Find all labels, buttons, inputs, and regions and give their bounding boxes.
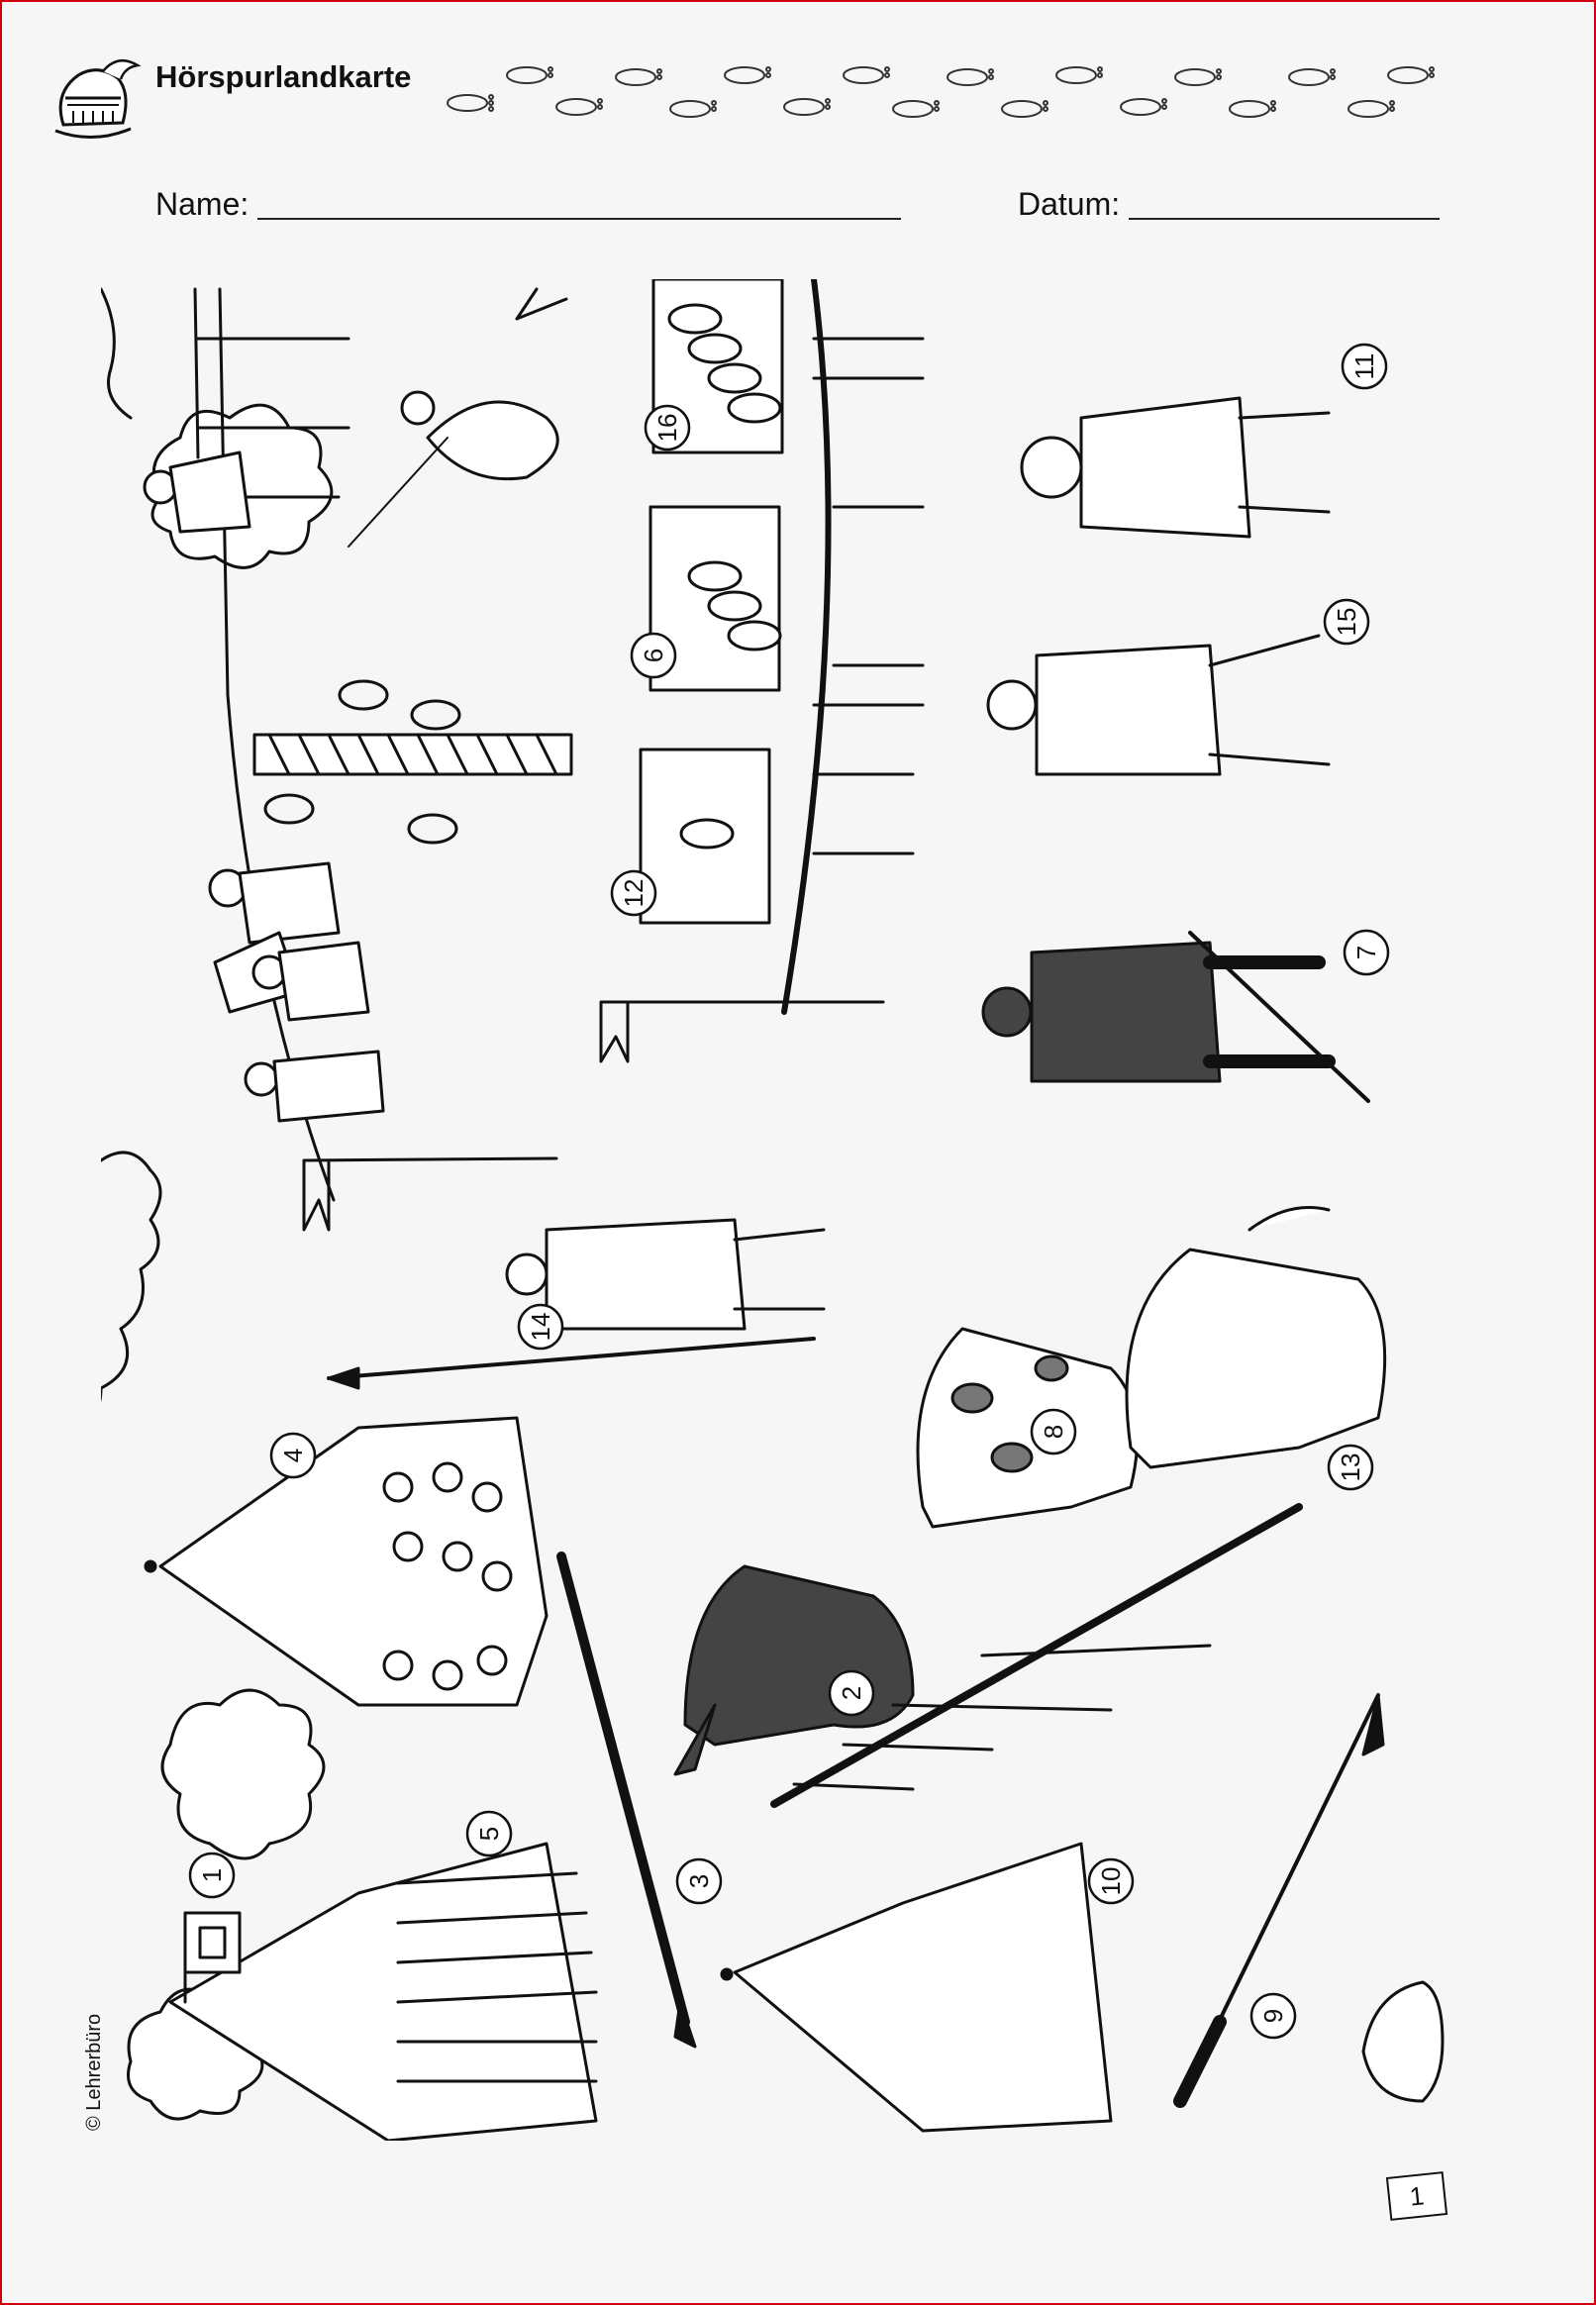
svg-text:2: 2 bbox=[837, 1686, 866, 1700]
striped-tent-icon bbox=[168, 1842, 598, 2141]
badge-7: 7 bbox=[1343, 929, 1390, 976]
svg-text:14: 14 bbox=[526, 1313, 555, 1342]
footprint-trail-icon bbox=[447, 66, 1435, 118]
ring-pole-icon bbox=[252, 679, 573, 845]
badge-10: 10 bbox=[1087, 1857, 1135, 1905]
badge-2: 2 bbox=[828, 1669, 875, 1717]
copyright-notice: © Lehrerbüro bbox=[83, 2013, 105, 2131]
svg-text:5: 5 bbox=[474, 1827, 504, 1841]
svg-text:16: 16 bbox=[652, 414, 682, 443]
badge-16: 16 bbox=[644, 404, 691, 451]
squire-icon bbox=[327, 1218, 826, 1390]
badge-5: 5 bbox=[465, 1810, 513, 1857]
svg-text:13: 13 bbox=[1336, 1453, 1365, 1482]
castle-flag-icon bbox=[183, 1911, 242, 2004]
dotted-tent-icon bbox=[144, 1416, 549, 1707]
dark-armored-knight-icon bbox=[981, 931, 1370, 1103]
svg-text:10: 10 bbox=[1096, 1867, 1126, 1896]
badge-15: 15 bbox=[1323, 598, 1370, 646]
badge-4: 4 bbox=[269, 1432, 317, 1479]
svg-text:3: 3 bbox=[684, 1874, 714, 1888]
svg-text:15: 15 bbox=[1332, 608, 1361, 637]
date-field[interactable] bbox=[1129, 218, 1440, 220]
mounted-knight-icon bbox=[348, 287, 568, 548]
badge-11: 11 bbox=[1341, 343, 1388, 390]
jester-icon bbox=[1020, 396, 1331, 539]
name-label: Name: bbox=[155, 186, 249, 222]
svg-text:11: 11 bbox=[1349, 353, 1379, 380]
knight-helmet-icon bbox=[54, 58, 142, 140]
badge-14: 14 bbox=[517, 1303, 564, 1351]
badge-6: 6 bbox=[630, 632, 677, 679]
worksheet-title: Hörspurlandkarte bbox=[155, 59, 412, 94]
svg-text:6: 6 bbox=[639, 649, 668, 662]
svg-text:4: 4 bbox=[278, 1449, 308, 1462]
date-label: Datum: bbox=[1018, 186, 1121, 222]
badge-12: 12 bbox=[610, 869, 657, 917]
badge-13: 13 bbox=[1327, 1444, 1374, 1491]
spotted-horse-icon bbox=[916, 1327, 1140, 1529]
plain-tent-icon bbox=[720, 1842, 1113, 2133]
white-horse-icon bbox=[1125, 1206, 1387, 1469]
item-number-badges: 1 2 3 4 5 6 7 8 9 10 11 12 13 14 15 16 bbox=[188, 343, 1390, 2040]
svg-text:9: 9 bbox=[1258, 2009, 1288, 2023]
badge-3: 3 bbox=[675, 1857, 723, 1905]
svg-text:7: 7 bbox=[1351, 946, 1381, 959]
ring-board-icon bbox=[639, 279, 784, 925]
light-armored-knight-icon bbox=[986, 634, 1331, 776]
page-number: 1 bbox=[1385, 2171, 1448, 2221]
badge-1: 1 bbox=[188, 1852, 236, 1899]
badge-9: 9 bbox=[1249, 1992, 1297, 2040]
svg-text:12: 12 bbox=[619, 879, 648, 908]
tournament-illustration: 1 2 3 4 5 6 7 8 9 10 11 12 13 14 15 16 bbox=[101, 279, 1445, 2141]
spectator-group-icon bbox=[143, 451, 385, 1123]
name-field[interactable] bbox=[257, 218, 901, 220]
svg-text:8: 8 bbox=[1039, 1425, 1068, 1439]
svg-text:1: 1 bbox=[197, 1868, 227, 1882]
badge-8: 8 bbox=[1030, 1408, 1077, 1455]
